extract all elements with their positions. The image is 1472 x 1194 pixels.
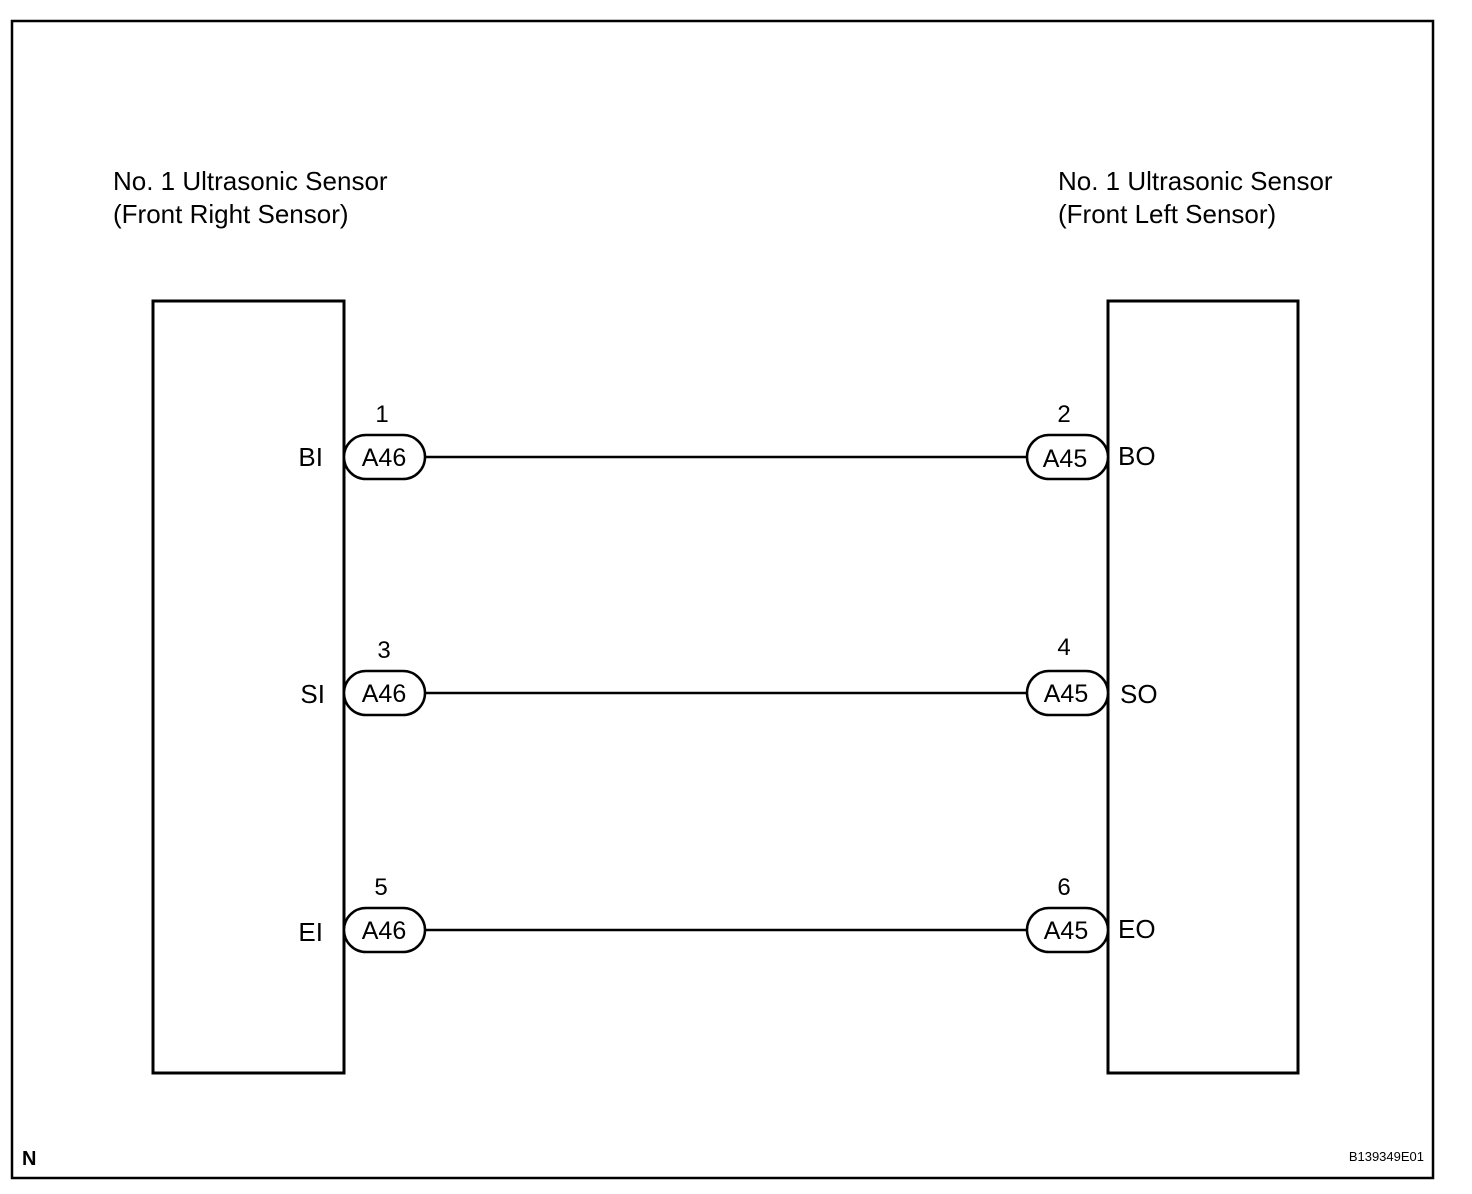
left-connector-code: A46: [362, 444, 406, 472]
right-pin-number: 6: [1057, 874, 1070, 901]
wire-row-3: EI 5 A46 6 A45 EO: [298, 874, 1156, 954]
left-connector-badge: [342, 433, 427, 481]
right-connector-badge: [1025, 433, 1110, 481]
left-connector-code: A46: [362, 917, 406, 945]
left-component-title: No. 1 Ultrasonic Sensor (Front Right Sen…: [113, 166, 388, 229]
left-component-title-line2: (Front Right Sensor): [113, 199, 349, 229]
right-connector-badge: [1025, 669, 1110, 717]
diagram-frame: [10, 19, 1435, 1180]
right-pin-number: 4: [1057, 634, 1070, 661]
left-component-title-line1: No. 1 Ultrasonic Sensor: [113, 166, 388, 196]
right-connector-code: A45: [1043, 445, 1087, 473]
right-connector-badge: [1025, 906, 1110, 954]
left-connector-badge: [342, 669, 427, 717]
corner-mark: N: [22, 1148, 36, 1170]
left-pin-number: 3: [377, 637, 390, 664]
right-component-title-line2: (Front Left Sensor): [1058, 199, 1276, 229]
right-component-title-line1: No. 1 Ultrasonic Sensor: [1058, 166, 1333, 196]
left-pin-label: SI: [300, 679, 325, 709]
wire-row-1: BI 1 A46 2 A45 BO: [298, 401, 1156, 481]
right-component-title: No. 1 Ultrasonic Sensor (Front Left Sens…: [1058, 166, 1333, 229]
right-pin-label: SO: [1120, 679, 1158, 709]
left-pin-number: 5: [374, 874, 387, 901]
left-pin-label: BI: [298, 442, 323, 472]
right-connector-code: A45: [1044, 680, 1088, 708]
left-connector-code: A46: [362, 680, 406, 708]
right-pin-label: BO: [1118, 441, 1156, 471]
left-connector-badge: [342, 906, 427, 954]
right-pin-label: EO: [1118, 914, 1156, 944]
left-pin-number: 1: [375, 401, 388, 428]
figure-id: B139349E01: [1349, 1149, 1424, 1164]
wire-row-2: SI 3 A46 4 A45 SO: [300, 634, 1158, 717]
right-connector-code: A45: [1044, 917, 1088, 945]
left-pin-label: EI: [298, 917, 323, 947]
right-pin-number: 2: [1057, 401, 1070, 428]
